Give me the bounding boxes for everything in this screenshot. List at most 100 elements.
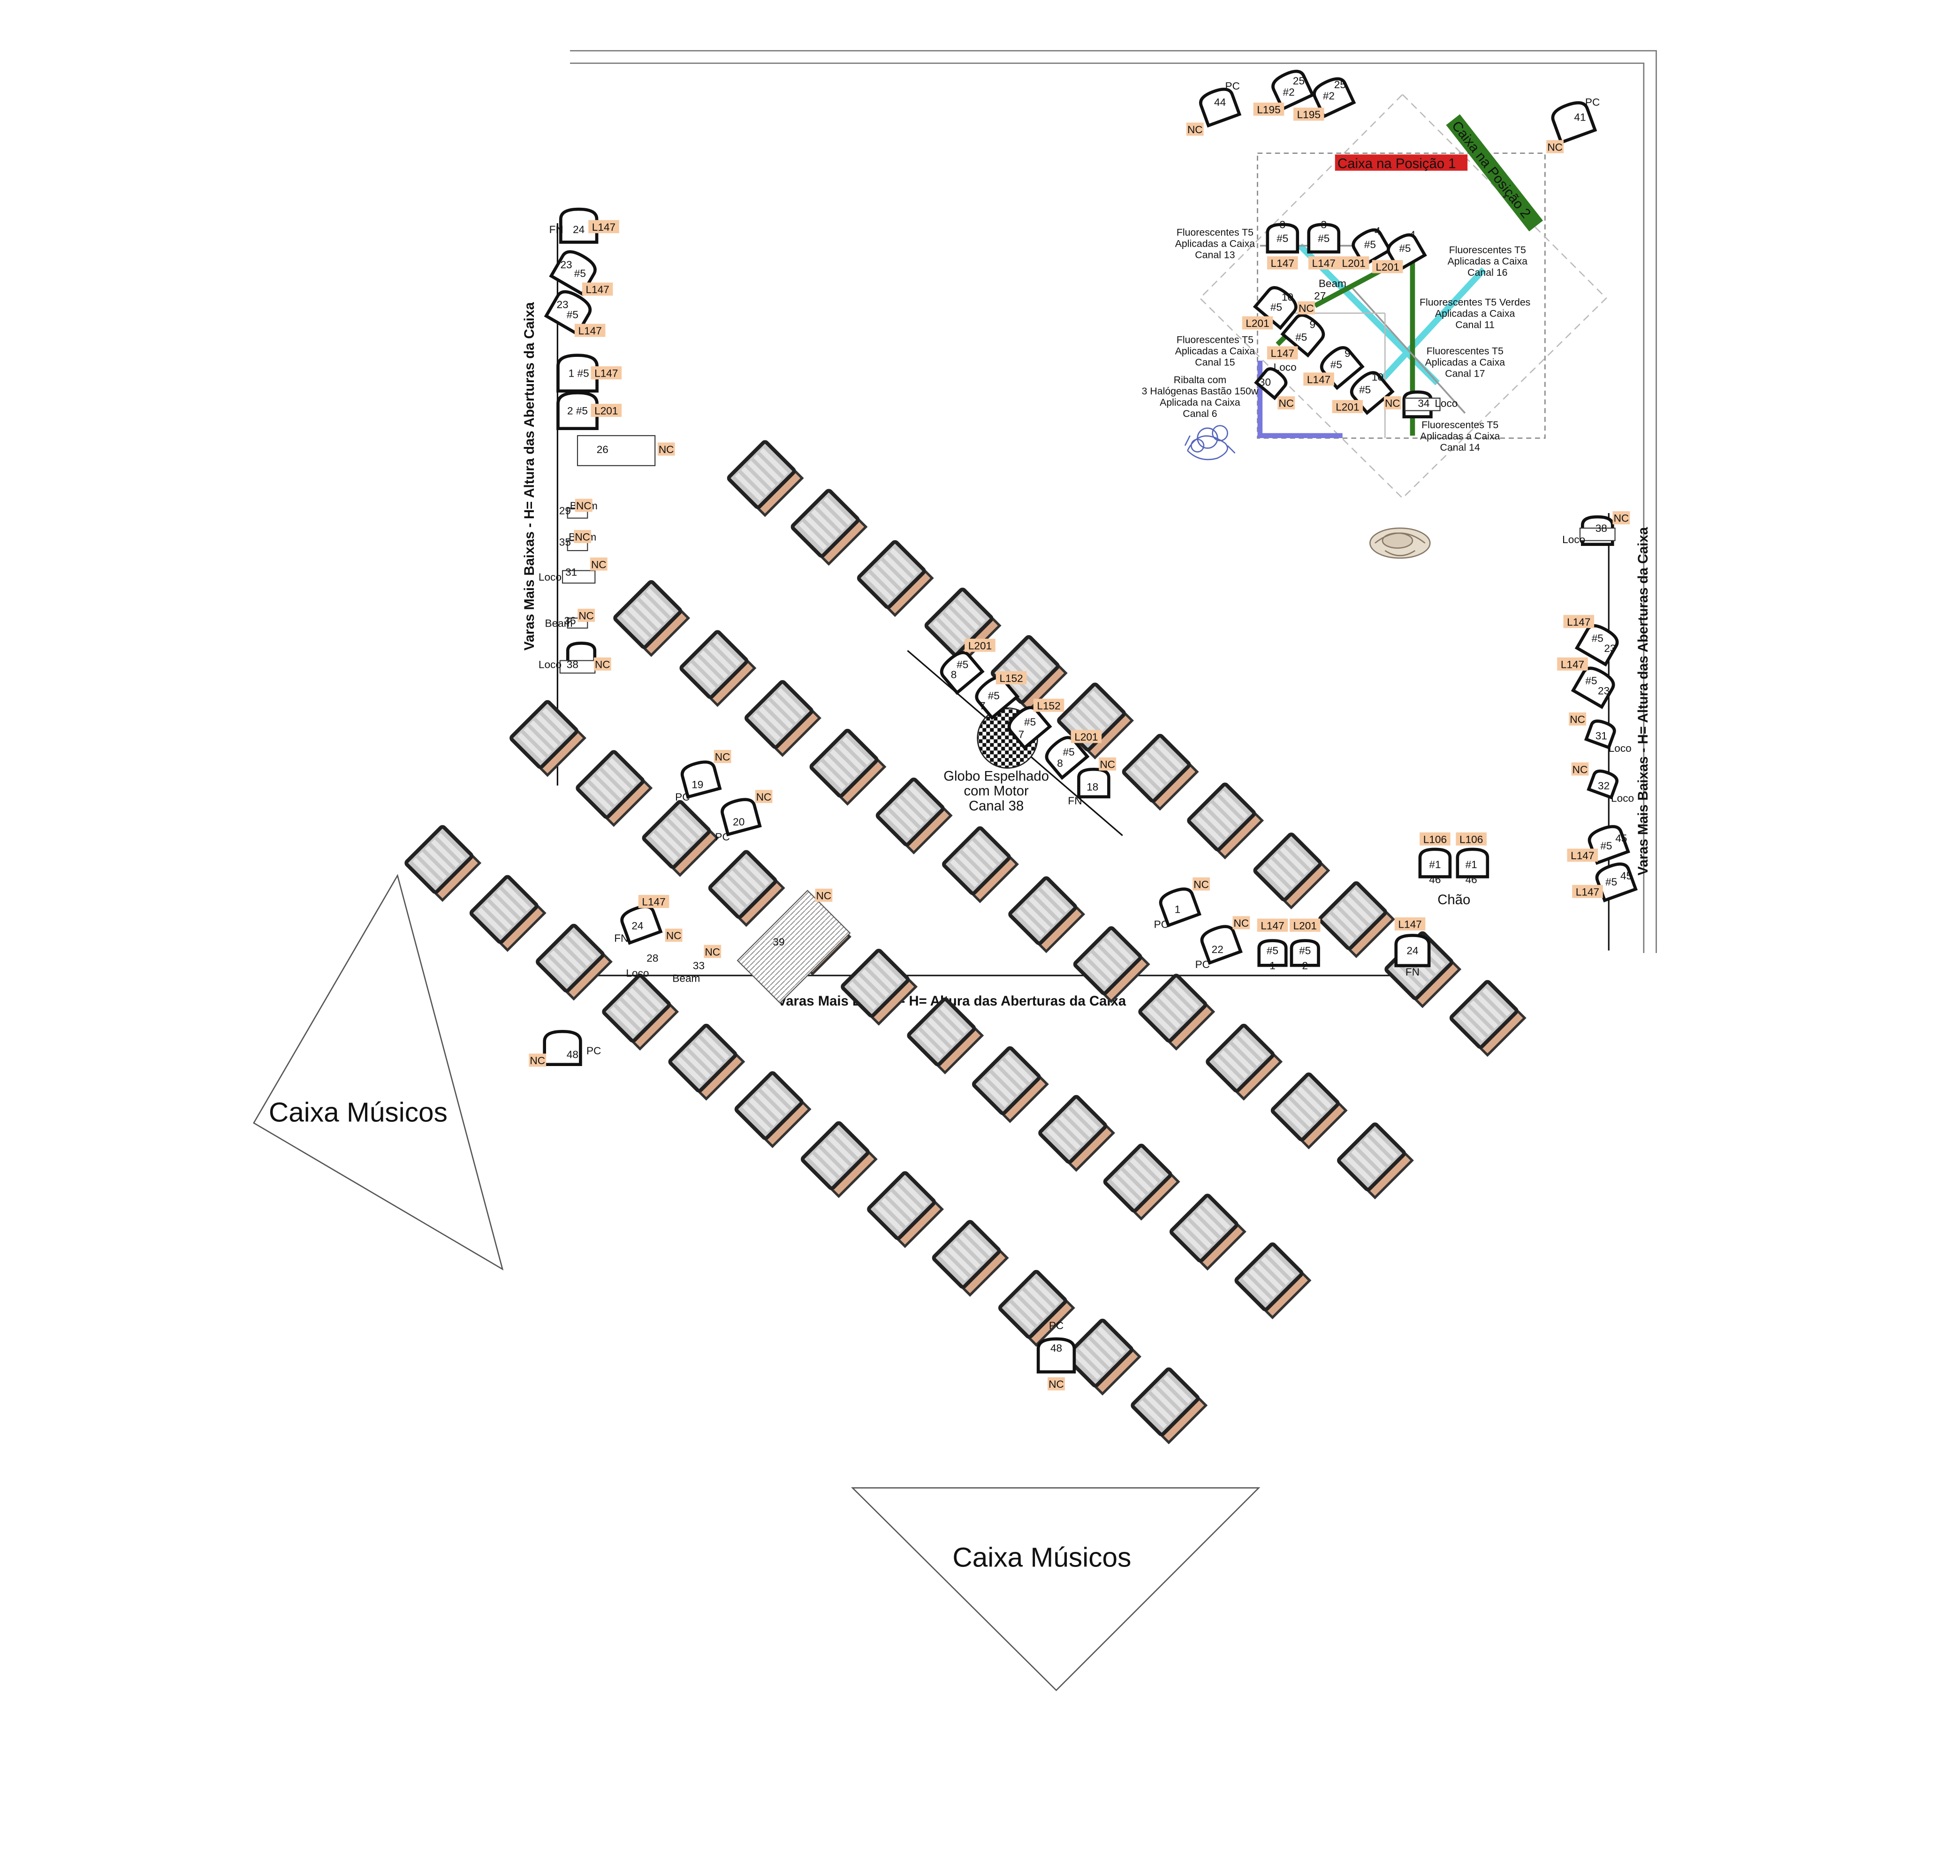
fixture-label: #2 [1323, 90, 1335, 102]
fixture-label: L147 [1561, 658, 1584, 670]
fluor-17-note: Fluorescentes T5 Aplicadas a Caixa Canal… [1425, 346, 1505, 379]
audience-chair-icon [708, 850, 785, 927]
fixture-label: L201 [594, 405, 618, 417]
audience-chair-icon [509, 700, 586, 777]
audience-chair-icon [744, 680, 821, 757]
fixture-label: 20 [733, 816, 744, 828]
fixture-label: #5 [1299, 945, 1311, 957]
gel-tag [582, 282, 613, 296]
box-position-1-label: Caixa na Posição 1 [1337, 156, 1456, 172]
note-line: Ribalta com [1174, 374, 1226, 386]
box-position-1-outline [1257, 152, 1546, 439]
right-bar-label: Varas Mais Baixas - H= Altura das Abertu… [1635, 527, 1651, 875]
fixture-icon [556, 391, 599, 430]
fixture-39-icon [737, 890, 851, 1004]
fixture-label: #5 [1600, 840, 1612, 852]
globe-label-line: Globo Espelhado [943, 768, 1049, 784]
note-line: Fluorescentes T5 [1421, 419, 1498, 431]
audience-chair-icon [536, 923, 613, 1001]
audience-chair-icon [1337, 1122, 1414, 1200]
fluor-15-note: Fluorescentes T5 Aplicadas a Caixa Canal… [1175, 334, 1255, 368]
audience-chair-icon [907, 997, 984, 1074]
fixture-label: NC [1193, 878, 1209, 890]
audience-chair-icon [790, 489, 868, 566]
nc-tag [1232, 916, 1250, 930]
fixture-label: 28 [646, 953, 658, 964]
fixture-icon [1077, 767, 1110, 799]
left-bar-label: Varas Mais Baixas - H= Altura das Abertu… [522, 302, 537, 651]
fixture-label: 10 [1282, 291, 1293, 303]
fixture-label: L152 [999, 673, 1023, 684]
audience-chair-icon [1206, 1023, 1283, 1101]
fixture-label: 24 [573, 224, 585, 235]
fixture-label: L147 [578, 325, 601, 337]
fixture-label: NC [576, 500, 592, 512]
nc-tag [1571, 762, 1589, 776]
fixture-label: 45 [1615, 832, 1627, 844]
fixture-icon [1584, 719, 1616, 750]
fixture-label: #5 [1270, 301, 1282, 313]
audience-chair-icon [1122, 734, 1199, 811]
fixture-label: #5 [1399, 242, 1411, 254]
gel-tag [1308, 256, 1339, 270]
fixture-icon [1257, 939, 1288, 967]
fixture-label: 46 [1429, 874, 1441, 885]
audience-chairs [404, 440, 1527, 1445]
fixture-label: NC [1547, 141, 1563, 153]
fixture-label: 22 [1212, 944, 1223, 955]
fixture-icon [1036, 1337, 1076, 1374]
note-line: Fluorescentes T5 [1177, 334, 1253, 346]
gel-tag [965, 638, 995, 652]
fixture-label: 9 [1345, 348, 1351, 359]
gel-tag [1332, 400, 1363, 413]
nc-tag [575, 499, 593, 512]
audience-chair-icon [1187, 782, 1264, 860]
audience-chair-icon [800, 1121, 878, 1198]
fixture-label: 44 [1214, 96, 1226, 108]
fixture-label: NC [1234, 917, 1249, 929]
fixture-label: PC [1195, 959, 1210, 970]
gel-tag [1253, 102, 1284, 116]
fixture-label: 7 [980, 700, 986, 711]
fixture-label: PC [675, 791, 690, 803]
audience-chair-icon [857, 540, 934, 617]
audience-chair-icon [1270, 1072, 1348, 1150]
fixture-label: 8 [951, 669, 957, 681]
nc-tag [529, 1053, 547, 1067]
gel-tag [588, 220, 619, 234]
audience-chair-icon [809, 729, 887, 806]
gel-tag [1290, 918, 1321, 932]
fixture-label: 30 [1259, 376, 1271, 388]
fixture-label: Loco [626, 968, 649, 979]
nc-tag [665, 929, 683, 942]
fixture-label: FN [614, 932, 628, 944]
fixture-icon [1307, 223, 1341, 254]
audience-chair-icon [875, 777, 953, 855]
fixture-icon [543, 1029, 582, 1066]
gel-tag [1572, 885, 1603, 898]
note-line: Aplicada na Caixa [1160, 397, 1240, 408]
fixture-label: L147 [1312, 257, 1336, 269]
fixture-label: Beam [1319, 278, 1346, 289]
fixture-label: PC [1225, 80, 1240, 92]
fluor-16-note: Fluorescentes T5 Aplicadas a Caixa Canal… [1448, 244, 1528, 278]
fixture-label: Beam [545, 618, 572, 629]
fixture-icon [1587, 769, 1618, 800]
audience-chair-icon [1073, 926, 1150, 1003]
fixture-label: #5 [1295, 331, 1307, 343]
box-position-1-tag [1335, 154, 1468, 171]
fluor-13-note: Fluorescentes T5 Aplicadas a Caixa Canal… [1175, 227, 1255, 261]
flower-prop-icon [1184, 425, 1236, 461]
note-line: Fluorescentes T5 [1449, 244, 1526, 256]
nc-tag [714, 749, 731, 763]
note-line: Fluorescentes T5 [1427, 346, 1504, 357]
fixture-label: L201 [1336, 401, 1359, 413]
audience-chair-icon [998, 1270, 1075, 1347]
fixture-label: 4 [1375, 225, 1381, 237]
fixture-label: L147 [1271, 257, 1294, 269]
fixture-label: L147 [594, 368, 618, 379]
note-line: Canal 16 [1467, 267, 1507, 278]
musicians-box-bottom-label: Caixa Músicos [952, 1542, 1131, 1573]
fixture-label: #5 [1592, 633, 1603, 644]
fixture-rect-icon [1579, 527, 1616, 541]
